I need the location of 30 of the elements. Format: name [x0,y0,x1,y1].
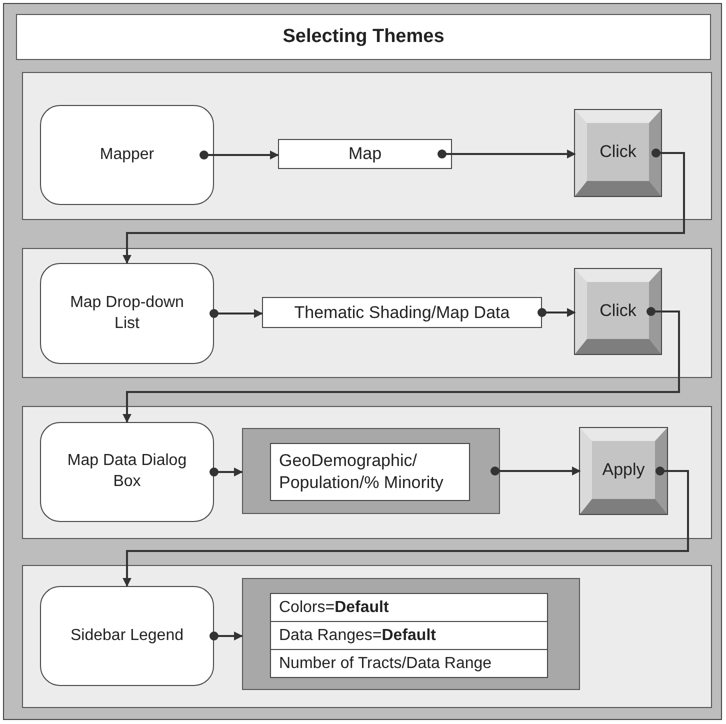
apply-button: Apply [580,428,667,514]
step-box: Mapper [40,105,214,205]
menu-item: Map [278,139,452,169]
legend-frame [242,578,580,690]
arrow [122,307,680,423]
step-box: Map Drop-down List [40,263,214,364]
arrow [538,308,576,317]
arrow [210,468,243,476]
dialog-frame [242,428,500,514]
step-box: Map Data Dialog Box [40,422,214,522]
arrow [122,466,689,587]
arrow [438,150,576,158]
option-field: GeoDemographic/ Population/% Minority [270,443,470,501]
legend-row: Colors=Default [270,593,548,622]
arrow [490,466,581,476]
title-banner: Selecting Themes [16,14,711,60]
arrow [210,632,243,640]
panel-background [22,248,712,378]
menu-item: Thematic Shading/Map Data [262,297,542,328]
step-box: Sidebar Legend [40,586,214,686]
panel-background [22,565,712,708]
legend-row: Number of Tracts/Data Range [270,649,548,678]
arrow [122,148,685,264]
arrow [200,150,279,160]
panel-background [22,406,712,539]
click-button: Click [575,269,661,354]
panel-background [22,72,712,220]
legend-row: Data Ranges=Default [270,621,548,650]
click-button: Click [575,110,661,196]
arrow [210,309,263,318]
